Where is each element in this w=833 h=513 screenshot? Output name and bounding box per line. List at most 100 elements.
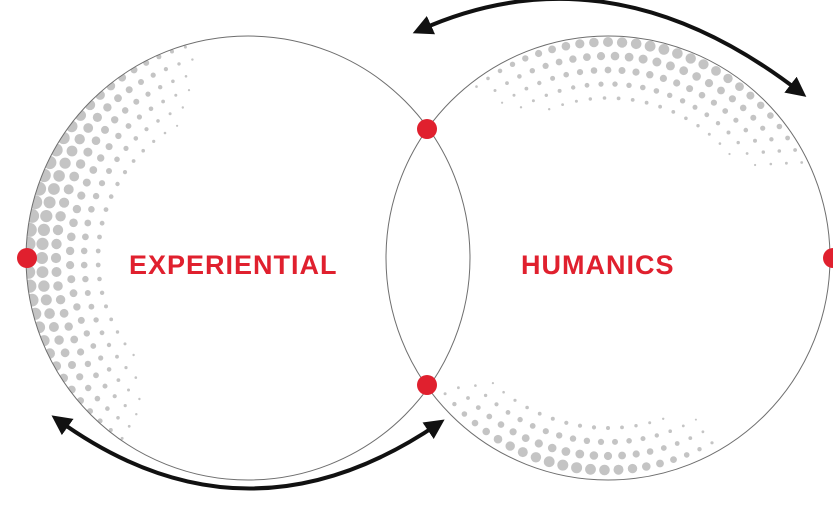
pattern-dot (68, 361, 76, 369)
pattern-dot (590, 67, 598, 74)
pattern-dot (37, 223, 51, 236)
pattern-dot (115, 354, 119, 359)
pattern-dot (517, 74, 522, 79)
pattern-dot (698, 91, 706, 99)
pattern-dot (692, 104, 698, 110)
pattern-dot (494, 402, 499, 407)
pattern-dot (80, 247, 88, 255)
pattern-dot (171, 79, 175, 84)
pattern-dot (556, 432, 563, 439)
pattern-dot (132, 353, 135, 357)
pattern-dot (537, 411, 542, 416)
pattern-dot (736, 140, 740, 145)
experiential-label: Experiential (129, 241, 338, 283)
pattern-dot (626, 82, 632, 89)
pattern-dot (575, 449, 585, 459)
pattern-dot (491, 382, 494, 385)
pattern-dot (513, 398, 517, 402)
pattern-dot (726, 130, 731, 135)
pattern-dot (777, 149, 782, 153)
pattern-dot (585, 463, 596, 475)
pattern-dot (72, 204, 82, 214)
pattern-dot (710, 99, 718, 106)
pattern-dot (656, 459, 664, 468)
pattern-dot (632, 68, 640, 76)
pattern-dot (681, 424, 685, 428)
right-node-dot (823, 248, 833, 268)
pattern-dot (163, 131, 167, 135)
pattern-dot (74, 134, 85, 145)
pattern-dot (99, 220, 105, 226)
pattern-dot (550, 75, 556, 81)
pattern-dot (84, 99, 96, 111)
pattern-dot (26, 236, 36, 251)
pattern-dot (535, 49, 543, 58)
pattern-dot (620, 425, 624, 430)
pattern-dot (529, 68, 535, 74)
pattern-dot (505, 441, 515, 451)
pattern-dot (501, 101, 504, 104)
pattern-dot (626, 438, 632, 444)
pattern-dot (183, 45, 187, 49)
pattern-dot (760, 125, 766, 131)
pattern-dot (43, 196, 56, 209)
pattern-dot (618, 451, 626, 460)
pattern-dot (69, 289, 78, 298)
pattern-dot (105, 406, 110, 411)
pattern-dot (92, 112, 102, 122)
pattern-dot (543, 456, 555, 468)
pattern-dot (674, 441, 680, 446)
pattern-dot (131, 159, 136, 163)
pattern-dot (82, 233, 89, 241)
pattern-dot (59, 157, 71, 169)
pattern-dot (512, 93, 516, 97)
pattern-dot (38, 280, 50, 292)
pattern-dot (95, 262, 101, 268)
pattern-dot (66, 261, 75, 270)
pattern-dot (521, 434, 530, 442)
pattern-dot (683, 452, 690, 458)
pattern-dot (127, 388, 130, 392)
pattern-dot (50, 252, 62, 264)
pattern-dot (475, 405, 481, 410)
pattern-dot (112, 394, 117, 399)
pattern-dot (55, 295, 66, 305)
pattern-dot (497, 68, 503, 74)
pattern-dot (115, 330, 120, 334)
pattern-dot (85, 384, 92, 392)
pattern-dot (785, 135, 790, 141)
pattern-dot (135, 413, 138, 416)
pattern-dot (701, 430, 705, 434)
pattern-dot (105, 143, 113, 151)
pattern-dot (753, 138, 757, 143)
pattern-dot (103, 103, 112, 112)
pattern-dot (571, 462, 583, 474)
pattern-dot (672, 48, 683, 59)
pattern-dot (156, 119, 160, 123)
pattern-dot (51, 267, 62, 277)
pattern-dot (161, 99, 166, 104)
pattern-dot (610, 51, 620, 61)
pattern-dot (163, 67, 168, 72)
pattern-dot (73, 303, 81, 311)
pattern-dot (686, 85, 694, 93)
pattern-dot (106, 367, 112, 372)
pattern-dot (191, 58, 194, 61)
pattern-dot (26, 293, 39, 307)
pattern-dot (101, 125, 109, 134)
pattern-dot (98, 180, 106, 187)
pattern-dot (99, 290, 105, 295)
pattern-dot (77, 316, 85, 324)
pattern-dot (134, 376, 138, 379)
pattern-dot (745, 152, 749, 155)
pattern-dot (116, 378, 121, 382)
pattern-dot (618, 67, 626, 74)
pattern-dot (704, 112, 710, 118)
pattern-dot (547, 443, 557, 453)
pattern-dot (486, 76, 490, 81)
pattern-dot (26, 265, 36, 279)
pattern-dot (630, 98, 635, 102)
pattern-dot (108, 194, 114, 199)
pattern-dot (698, 59, 709, 70)
